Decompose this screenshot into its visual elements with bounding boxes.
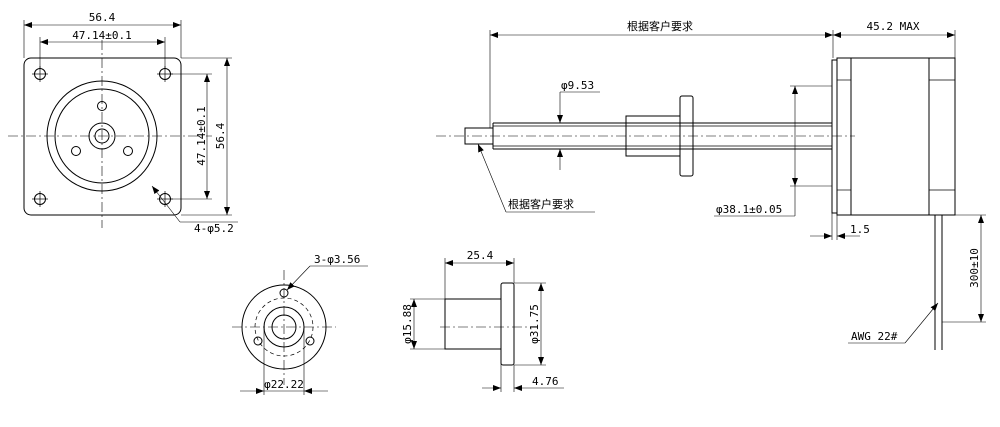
- dim-nut-flange-diameter: φ31.75: [528, 304, 541, 344]
- nut-front-view: 3-φ3.56 φ22.22: [232, 253, 368, 395]
- label-mount-holes: 4-φ5.2: [194, 222, 234, 235]
- dim-nut-hole-circle: φ22.22: [264, 378, 304, 391]
- dim-body-length: 45.2 MAX: [867, 20, 920, 33]
- nut-hole-left: [71, 146, 81, 156]
- front-view: 56.4 47.14±0.1 47.14±0.1 56.4 4-φ5.2: [8, 11, 238, 235]
- nut-side-body: [444, 298, 502, 350]
- dim-height-56-4: 56.4: [214, 122, 227, 149]
- dim-pilot-height: 1.5: [850, 223, 870, 236]
- nut-hidden-circle: [254, 297, 314, 357]
- motor-pilot: [831, 59, 838, 214]
- nut-hole-top: [97, 101, 107, 111]
- motor-body: [836, 57, 956, 216]
- dim-pilot-diameter: φ38.1±0.05: [716, 203, 782, 216]
- nut-flange-circle: [241, 284, 327, 370]
- label-nut-holes: 3-φ3.56: [314, 253, 360, 266]
- nut-hole-right: [123, 146, 133, 156]
- nut-side-view: 25.4 φ15.88 φ31.75 4.76: [401, 249, 564, 392]
- label-wire-gauge: AWG 22#: [851, 330, 898, 343]
- nut-outer-circle: [88, 122, 116, 150]
- dim-screw-diameter: φ9.53: [561, 79, 594, 92]
- boss-outer-circle: [46, 80, 158, 192]
- shaft-circle: [94, 128, 110, 144]
- nut-mount-hole-left: [253, 336, 263, 346]
- label-customer-req: 根据客户要求: [508, 197, 574, 211]
- dim-width-56-4: 56.4: [89, 11, 116, 24]
- nut-flange: [679, 95, 694, 177]
- dim-hole-spacing-v: 47.14±0.1: [195, 106, 208, 166]
- nut-bore-circle: [271, 314, 297, 340]
- motor-flange-square: [23, 57, 182, 216]
- dim-hole-spacing-h: 47.14±0.1: [72, 29, 132, 42]
- dim-cable-length: 300±10: [968, 248, 981, 288]
- side-view: 根据客户要求 45.2 MAX φ9.53 根据客户要求 φ38.1±0.05 …: [436, 19, 986, 350]
- nut-mount-hole-top: [279, 288, 289, 298]
- dim-flange-thickness: 4.76: [532, 375, 559, 388]
- dim-nut-length: 25.4: [467, 249, 494, 262]
- dim-length-customer: 根据客户要求: [627, 19, 693, 33]
- dim-nut-body-diameter: φ15.88: [401, 304, 414, 344]
- nut-mount-hole-right: [305, 336, 315, 346]
- boss-inner-circle: [54, 88, 150, 184]
- nut-side-flange: [500, 282, 515, 366]
